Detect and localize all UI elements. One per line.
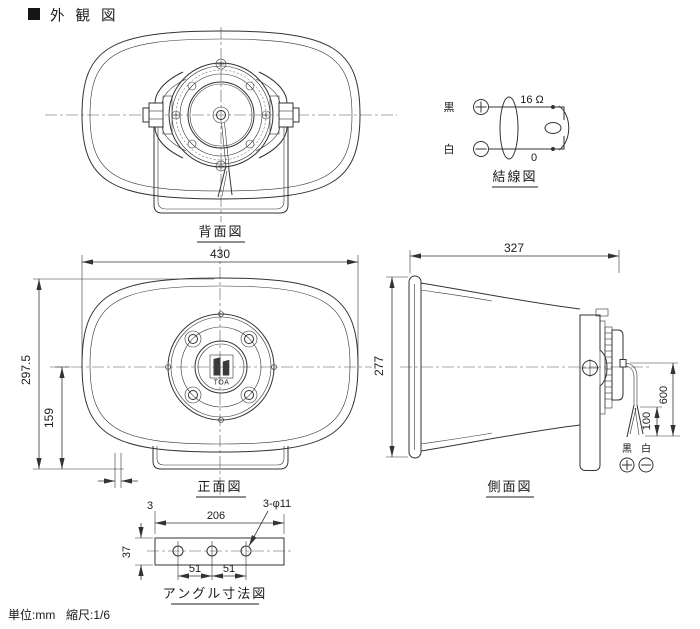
front-outline-inner <box>89 285 351 445</box>
front-screw-icon <box>240 386 258 404</box>
horn-top-profile <box>420 282 581 310</box>
front-screw-icon <box>184 386 202 404</box>
front-driver: TOA <box>165 311 277 423</box>
toa-logo: TOA <box>209 354 234 387</box>
wiring-black-label: 黒 <box>444 101 455 114</box>
front-dim-bracket-height: 159 <box>42 366 70 469</box>
dim-100-label: 100 <box>641 412 653 430</box>
wiring-view-label: 結線図 <box>492 169 537 184</box>
title: 外観図 <box>28 8 127 25</box>
front-bracket-inner <box>156 446 285 466</box>
dim-3-label: 3 <box>147 500 153 512</box>
angle-plate <box>154 537 285 566</box>
rear-outline-inner <box>89 38 353 192</box>
footer: 単位:mm 縮尺:1/6 <box>8 607 110 622</box>
front-dim-edge-gap <box>98 453 138 488</box>
side-wire-polarity: 黒 白 <box>619 442 654 473</box>
rear-bracket-outer <box>153 126 289 214</box>
horn-top-inner <box>420 289 493 302</box>
transformer-coil-icon <box>499 96 519 160</box>
angle-holes-callout: 3-φ11 <box>248 498 291 547</box>
front-screw-icon <box>240 330 258 348</box>
minus-terminal-icon <box>638 457 654 473</box>
rear-view: 背面図 <box>45 27 397 243</box>
wiring-diagram: 黒 白 16 Ω 0 結線図 <box>444 94 570 188</box>
dim-51-left-label: 51 <box>189 563 201 575</box>
impedance-label: 16 Ω <box>520 94 544 106</box>
dim-327-label: 327 <box>504 241 524 255</box>
angle-dim-width: 37 <box>121 523 153 580</box>
side-lead-wire <box>625 362 644 438</box>
horn-bottom-inner <box>420 432 493 445</box>
side-dim-depth: 327 <box>409 241 620 273</box>
angle-dim-length: 206 3 <box>147 500 285 534</box>
side-black-label: 黒 <box>622 443 632 455</box>
angle-dim-pitch: 51 51 <box>178 563 246 579</box>
wire-gland <box>619 359 627 368</box>
scale-note: 縮尺:1/6 <box>66 607 110 622</box>
rear-bottom-screw-icon <box>215 160 227 172</box>
front-dim-width: 430 <box>81 247 359 360</box>
front-view: TOA 430 297.5 159 正面図 <box>19 246 372 498</box>
dim-277-label: 277 <box>372 356 386 376</box>
rear-outline-outer <box>81 30 361 200</box>
rear-view-label: 背面図 <box>198 224 243 239</box>
pivot-screw-icon <box>581 359 599 377</box>
dim-3-phi11-label: 3-φ11 <box>263 498 291 510</box>
strap-cap <box>595 308 609 317</box>
title-bullet-icon <box>28 8 40 20</box>
angle-plate-view: 206 3 3-φ11 37 51 51 アングル寸法図 <box>121 498 292 605</box>
angle-hole <box>240 545 252 557</box>
voice-coil-icon <box>544 105 570 151</box>
dim-430-label: 430 <box>210 247 230 261</box>
zero-tap-label: 0 <box>531 152 537 164</box>
plus-terminal-icon <box>473 99 489 115</box>
rear-driver <box>168 58 274 172</box>
plus-terminal-icon <box>619 457 635 473</box>
side-white-label: 白 <box>641 442 651 455</box>
toa-logo-text: TOA <box>214 380 230 387</box>
driver-housing <box>599 320 627 415</box>
horn-bell-rim <box>408 275 422 459</box>
front-bracket-outer <box>152 446 289 470</box>
wiring-white-label: 白 <box>444 142 455 156</box>
horn-bottom-profile <box>420 424 581 452</box>
side-bracket-strap <box>579 314 608 471</box>
side-dim-wire-strip: 100 <box>640 406 662 436</box>
dim-51-right-label: 51 <box>223 563 235 575</box>
side-dim-height: 277 <box>372 276 408 458</box>
dim-206-label: 206 <box>207 510 225 522</box>
front-screw-icon <box>184 330 202 348</box>
dim-159-label: 159 <box>42 408 56 428</box>
rear-top-screw-icon <box>215 58 227 70</box>
side-dim-wire-length: 600 <box>630 362 680 437</box>
side-view: 327 277 600 100 黒 白 側面図 <box>372 241 680 498</box>
page-title: 外観図 <box>50 8 127 25</box>
rear-lead-wire <box>217 122 233 198</box>
front-dim-total-height: 297.5 <box>19 278 214 470</box>
unit-note: 単位:mm <box>8 607 55 622</box>
angle-hole <box>206 545 218 557</box>
rear-bracket-inner <box>157 126 285 210</box>
front-outline-outer <box>81 277 359 453</box>
angle-view-label: アングル寸法図 <box>163 586 267 601</box>
dim-37-label: 37 <box>121 546 133 558</box>
front-view-label: 正面図 <box>197 479 242 494</box>
dim-600-label: 600 <box>658 386 670 404</box>
dim-297-5-label: 297.5 <box>19 355 33 385</box>
angle-hole <box>172 545 184 557</box>
side-view-label: 側面図 <box>487 479 532 494</box>
